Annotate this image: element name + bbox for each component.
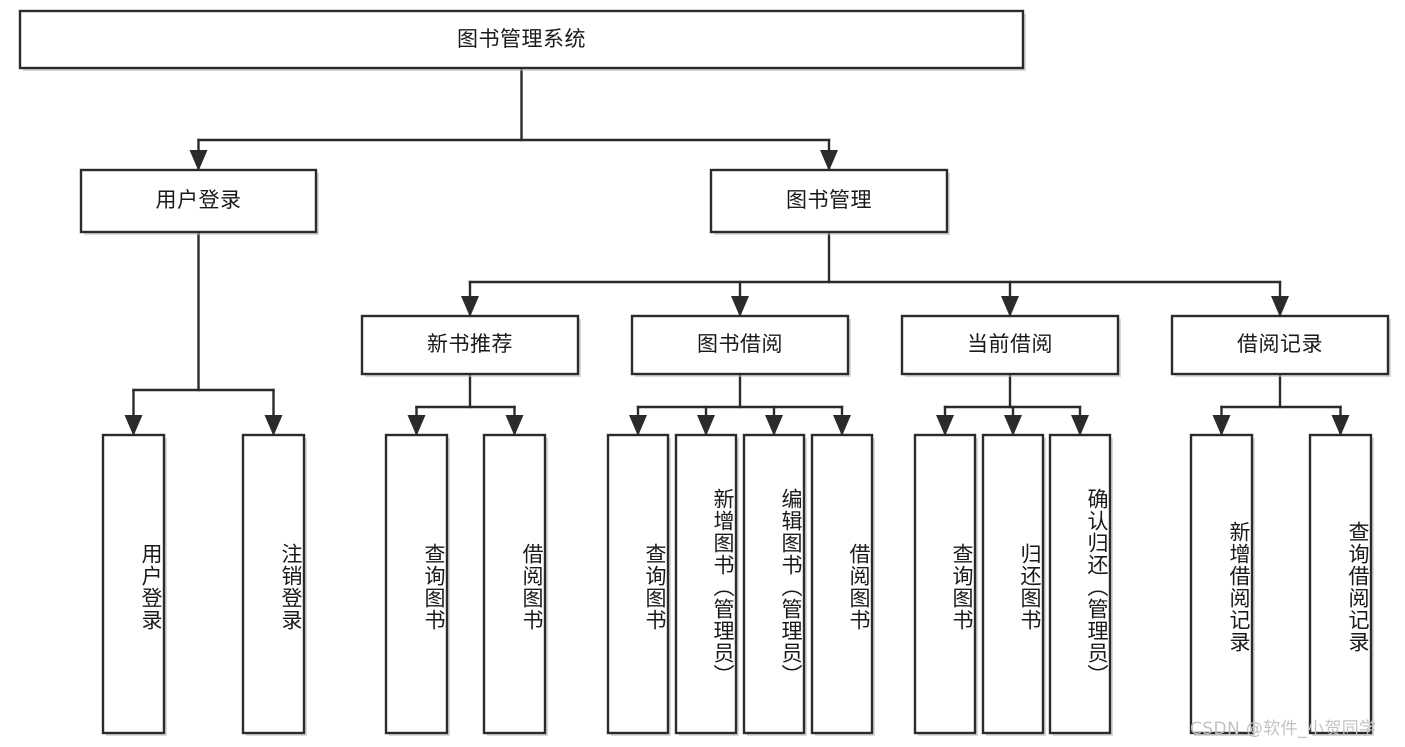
conn-root-arrow-1 [820,150,838,171]
conn-book-borrow-arrow-1 [697,415,715,436]
node-box-user-login[interactable] [79,168,318,234]
connector-layer [124,66,1350,436]
node-box-leaf-return-book[interactable] [981,433,1045,735]
node-box-leaf-query-borrow-record[interactable] [1308,433,1373,735]
node-box-leaf-user-login[interactable] [101,433,166,735]
node-box-book-borrow[interactable] [630,314,850,376]
node-box-borrow-record[interactable] [1170,314,1390,376]
node-box-layer [18,9,1391,736]
node-box-leaf-query-book-recommend[interactable] [384,433,449,735]
conn-user-login-arrow-1 [264,415,283,436]
conn-bookmgmt-arrow-3 [1271,296,1289,317]
conn-borrow-record-arrow-1 [1331,415,1350,436]
node-box-new-book-recommend[interactable] [360,314,580,376]
node-box-leaf-add-borrow-record[interactable] [1189,433,1254,735]
node-box-leaf-query-book-borrow[interactable] [606,433,670,735]
watermark-text: CSDN @软件_小贺同学 [1190,719,1377,739]
conn-bookmgmt-arrow-0 [461,296,479,317]
conn-user-login-arrow-0 [124,415,143,436]
node-box-leaf-borrow-book[interactable] [810,433,874,735]
node-box-leaf-borrow-book-recommend[interactable] [482,433,547,735]
node-box-book-management[interactable] [709,168,949,234]
node-box-leaf-query-book-current[interactable] [913,433,977,735]
conn-book-borrow-arrow-3 [833,415,851,436]
conn-current-borrow-arrow-0 [936,415,954,436]
node-box-leaf-add-book-admin[interactable] [674,433,738,735]
conn-root-arrow-0 [189,150,208,171]
node-box-leaf-logout-login[interactable] [241,433,306,735]
conn-bookmgmt-arrow-2 [1001,296,1019,317]
node-box-current-borrow[interactable] [900,314,1120,376]
conn-bookmgmt-arrow-1 [731,296,749,317]
conn-current-borrow-arrow-2 [1071,415,1089,436]
conn-new-book-recommend-arrow-0 [407,415,426,436]
node-box-leaf-edit-book-admin[interactable] [742,433,806,735]
conn-book-borrow-arrow-2 [765,415,783,436]
node-box-root[interactable] [18,9,1025,70]
conn-borrow-record-arrow-0 [1212,415,1231,436]
node-box-leaf-confirm-return-admin[interactable] [1048,433,1112,735]
conn-book-borrow-arrow-0 [629,415,647,436]
conn-current-borrow-arrow-1 [1004,415,1022,436]
conn-new-book-recommend-arrow-1 [505,415,524,436]
